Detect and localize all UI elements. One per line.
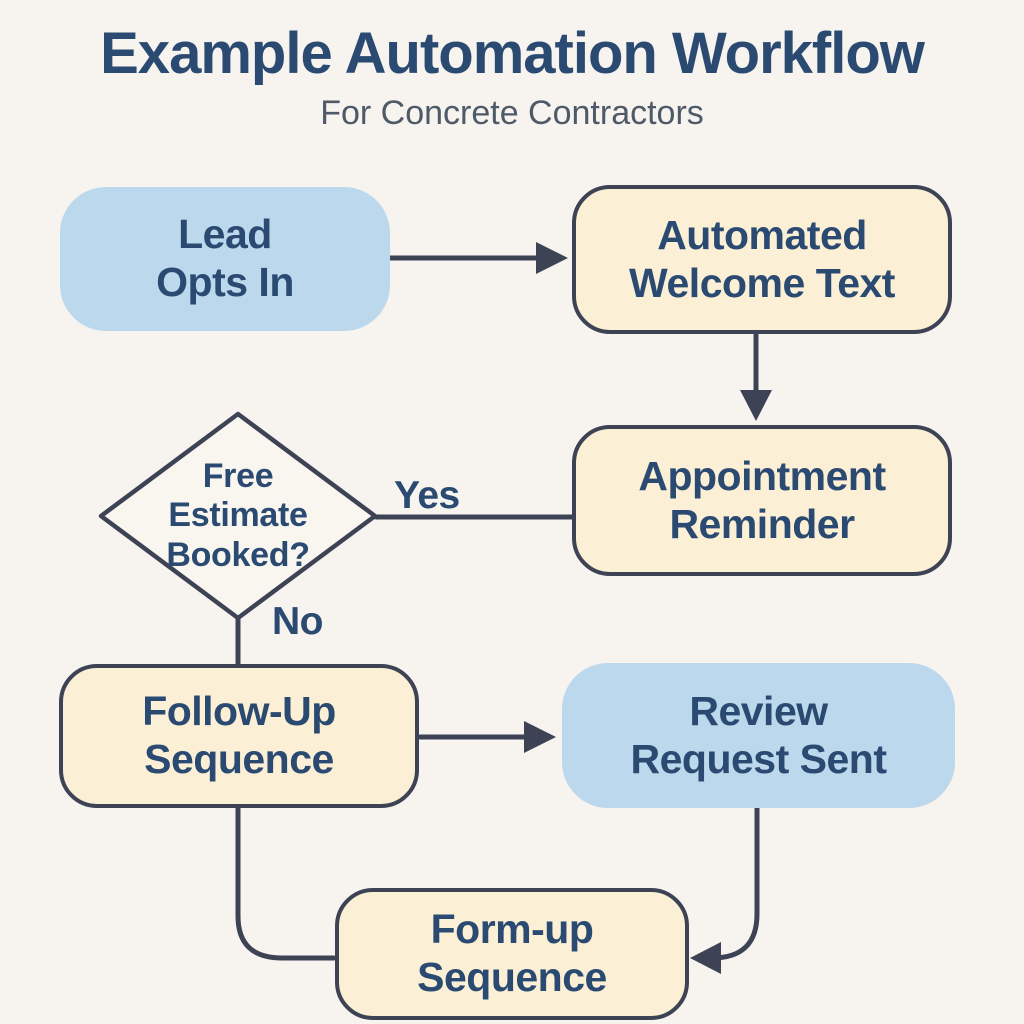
edge-review-to-formup [711,805,760,961]
node-label-line: Request Sent [630,735,888,782]
node-label-line: Sequence [417,954,607,1000]
node-free-estimate-booked: Free Estimate Booked? [128,455,348,577]
page-title: Example Automation Workflow [100,21,925,86]
arrowhead-review-to-formup [690,942,721,974]
arrowhead-followup-to-review [524,721,556,753]
node-label-line: Reminder [669,500,855,547]
node-appointment-reminder: Appointment Reminder [572,425,952,576]
node-label-line: Review [689,687,828,734]
node-label-line: Opts In [156,259,294,305]
node-label-line: Appointment [638,452,886,499]
decision-diamond-shape [98,411,378,621]
edge-followup-to-formup [235,805,337,961]
node-label-line: Booked? [166,535,310,574]
node-label-line: Free [202,457,274,496]
node-label-line: Sequence [144,736,334,782]
node-follow-up-sequence: Follow-Up Sequence [59,664,419,808]
node-label-line: Estimate [168,496,308,535]
node-label-line: Welcome Text [629,259,895,306]
node-automated-welcome-text: Automated Welcome Text [572,185,952,334]
arrowhead-lead-to-welcome [536,242,568,274]
node-label-line: Lead [178,211,272,258]
node-review-request-sent: Review Request Sent [562,663,955,808]
page-subtitle: For Concrete Contractors [320,94,704,132]
edge-label-yes: Yes [394,474,460,517]
node-label-line: Follow-Up [142,688,336,735]
arrowhead-welcome-to-reminder [740,390,772,421]
node-lead-opts-in: Lead Opts In [60,187,390,331]
node-label-line: Automated [657,211,867,258]
edge-label-no: No [272,600,324,643]
node-label-line: Form-up [430,906,594,953]
node-form-up-sequence: Form-up Sequence [335,888,689,1020]
